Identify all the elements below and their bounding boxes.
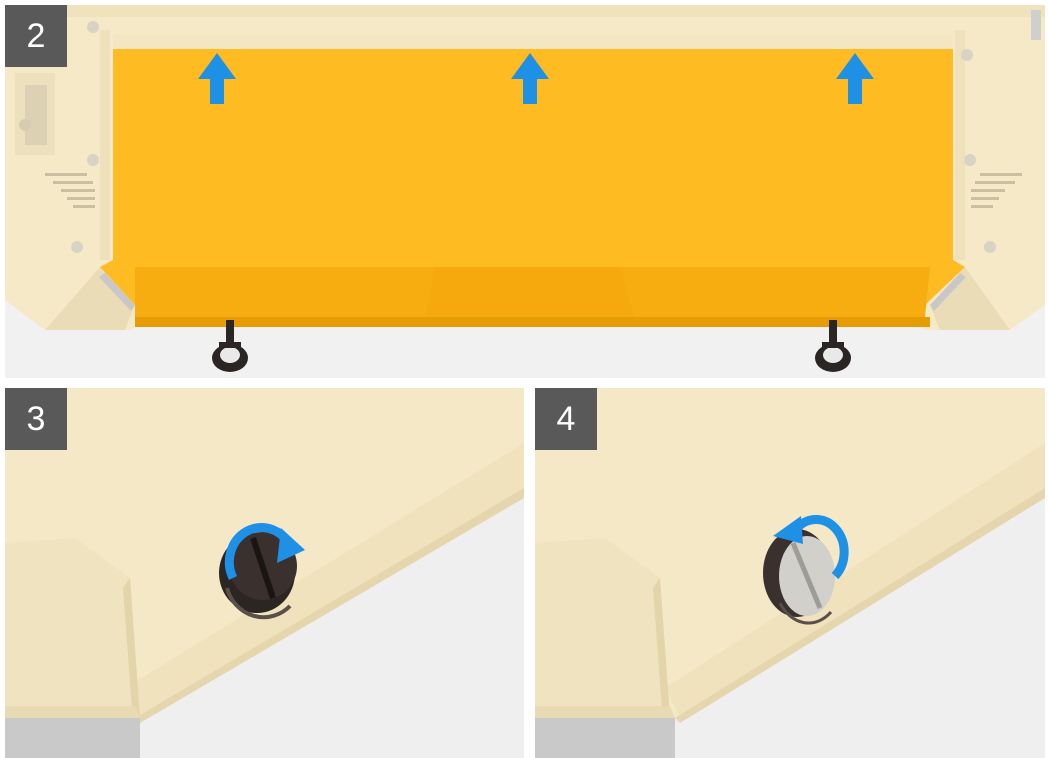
step-number-badge: 4 bbox=[535, 388, 597, 450]
screw-dark-illustration bbox=[5, 388, 524, 758]
step-3-panel: 3 bbox=[5, 388, 524, 758]
step-4-panel: 4 bbox=[535, 388, 1045, 758]
step-number-badge: 2 bbox=[5, 5, 67, 67]
step-2-panel: 2 bbox=[5, 5, 1045, 378]
screw-light-illustration bbox=[535, 388, 1045, 758]
step-number-badge: 3 bbox=[5, 388, 67, 450]
cover-illustration bbox=[5, 5, 1045, 378]
